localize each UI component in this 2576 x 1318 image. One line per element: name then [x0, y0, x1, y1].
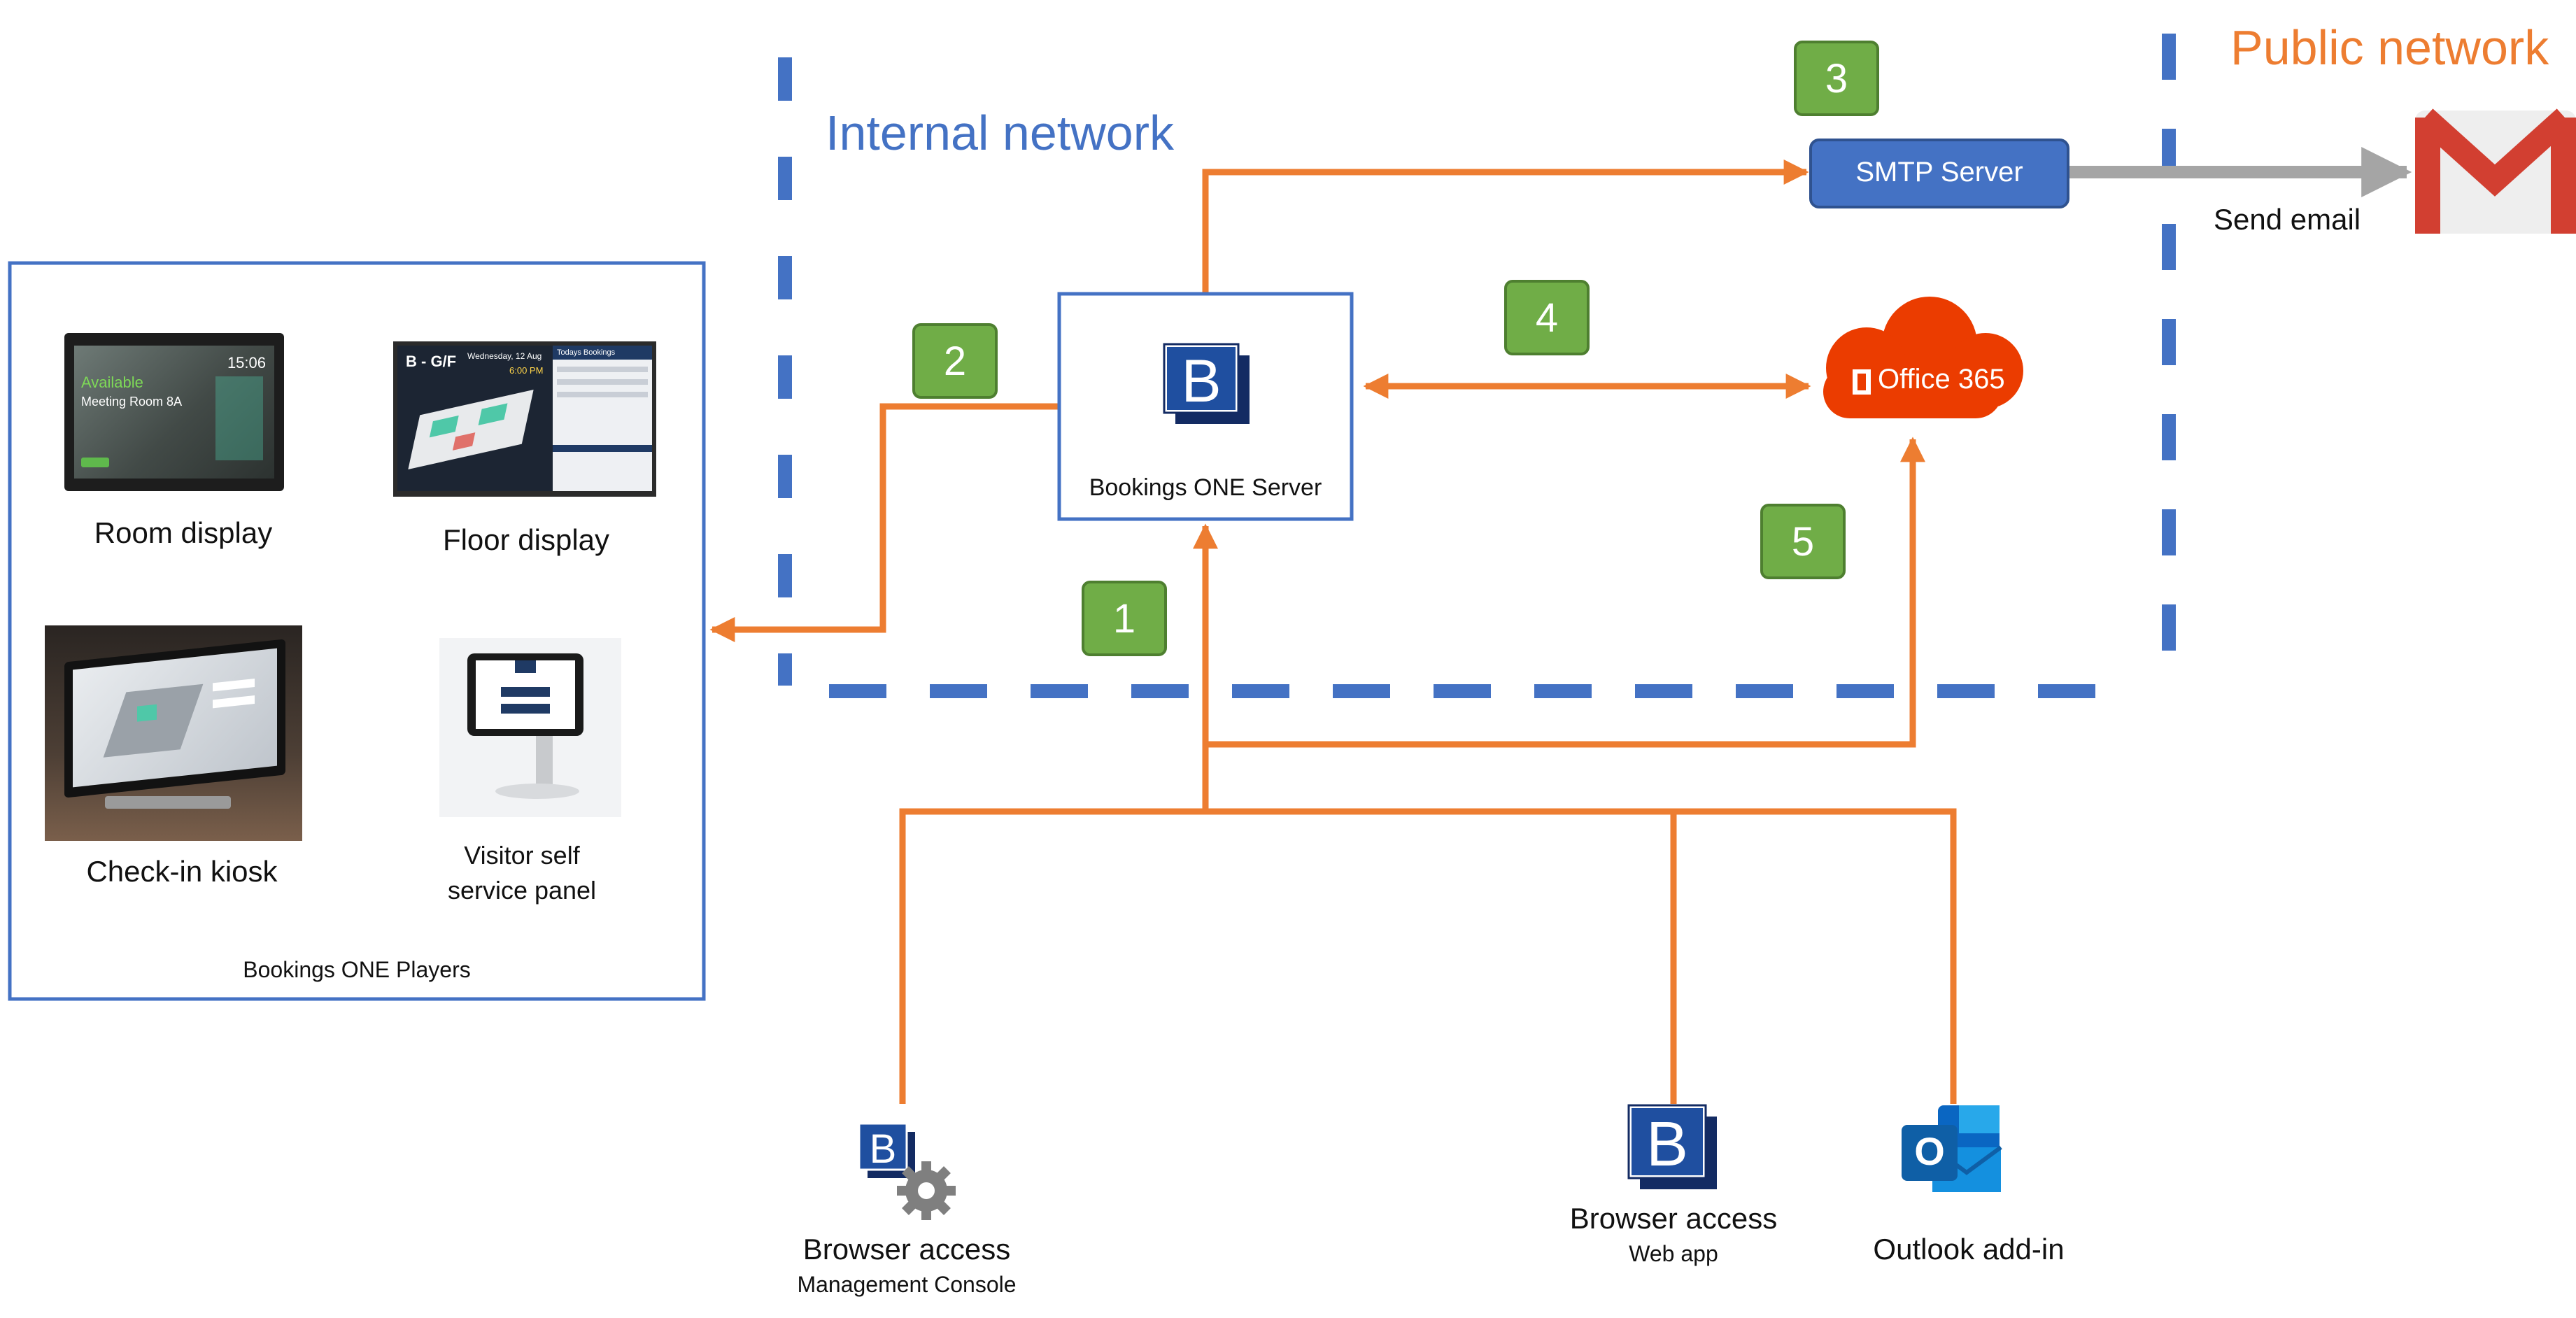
- public-network-label: Public network: [2230, 20, 2549, 75]
- visitor-panel-label-line2: service panel: [447, 876, 597, 905]
- gmail-icon: [2415, 108, 2576, 234]
- bookings-one-logo-icon: B: [1163, 343, 1250, 424]
- room-display-image: Available Meeting Room 8A 15:06: [64, 333, 284, 491]
- management-console-label: Browser access: [802, 1233, 1011, 1266]
- room-display-status: Available: [81, 374, 143, 391]
- room-display-label: Room display: [94, 516, 273, 549]
- step-badge-2: 2: [912, 323, 998, 399]
- management-console-sublabel: Management Console: [797, 1272, 1017, 1297]
- server-label: Bookings ONE Server: [1089, 474, 1322, 501]
- step-badge-4: 4: [1504, 280, 1590, 355]
- office365-label: Office 365: [1878, 364, 2005, 395]
- bookings-webapp-icon: B: [1627, 1104, 1717, 1189]
- smtp-server-label: SMTP Server: [1855, 157, 2023, 187]
- internal-network-label: Internal network: [826, 106, 1175, 160]
- room-display-room: Meeting Room 8A: [81, 395, 183, 409]
- floor-display-label: Floor display: [442, 523, 610, 556]
- office365-cloud-icon: [1823, 297, 2023, 418]
- smtp-server-box: [1809, 139, 2069, 208]
- checkin-kiosk-label: Check-in kiosk: [86, 855, 278, 888]
- bookings-settings-icon: B: [858, 1122, 956, 1220]
- svg-text:B: B: [1181, 348, 1221, 415]
- floor-display-title: B - G/F: [406, 353, 457, 370]
- connector-clients-to-office365: [1205, 437, 1925, 748]
- floor-display-time: 6:00 PM: [509, 365, 544, 376]
- svg-text:O: O: [1914, 1129, 1945, 1173]
- svg-text:B: B: [1646, 1110, 1688, 1179]
- checkin-kiosk-image: [45, 625, 302, 841]
- visitor-panel-label-line1: Visitor self: [464, 841, 580, 870]
- step-badge-3: 3: [1794, 41, 1879, 116]
- floor-display-image: B - G/F Wednesday, 12 Aug 6:00 PM Todays…: [393, 341, 656, 497]
- send-email-label: Send email: [2214, 203, 2361, 236]
- internal-network-boundary: [778, 57, 2099, 698]
- room-display-time: 15:06: [227, 354, 266, 371]
- players-container: [8, 261, 706, 1001]
- svg-text:B: B: [870, 1126, 897, 1172]
- floor-display-panel-title: Todays Bookings: [553, 346, 652, 360]
- outlook-icon: O: [1902, 1105, 2002, 1192]
- webapp-sublabel: Web app: [1629, 1241, 1718, 1266]
- outlook-addin-label: Outlook add-in: [1873, 1233, 2065, 1266]
- client-bus: [899, 808, 1957, 1104]
- floor-display-date: Wednesday, 12 Aug: [467, 351, 542, 361]
- step-badge-5: 5: [1760, 504, 1846, 579]
- connector-server-to-smtp: [1202, 160, 1809, 292]
- step-badge-1: 1: [1082, 581, 1167, 656]
- players-caption: Bookings ONE Players: [243, 957, 471, 982]
- visitor-panel-image: [439, 638, 621, 817]
- connector-server-to-players: [709, 403, 1058, 642]
- webapp-label: Browser access: [1569, 1202, 1778, 1235]
